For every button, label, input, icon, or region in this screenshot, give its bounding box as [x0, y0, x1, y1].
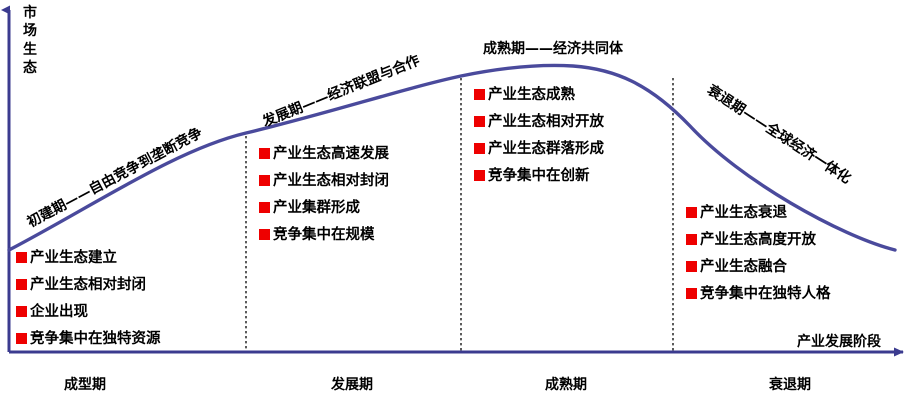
stage-caption-3: 成熟期——经济共同体 — [483, 41, 623, 57]
list-item-label: 竞争集中在创新 — [488, 167, 590, 184]
list-item: 产业生态群落形成 — [474, 136, 604, 160]
list-item-label: 产业生态衰退 — [700, 204, 787, 221]
square-bullet-icon — [16, 305, 27, 317]
square-bullet-icon — [16, 332, 27, 344]
square-bullet-icon — [259, 174, 270, 186]
list-item-label: 产业生态相对开放 — [488, 113, 604, 130]
list-item: 竞争集中在独特人格 — [686, 281, 831, 305]
list-item: 产业集群形成 — [259, 195, 389, 219]
list-item-label: 产业集群形成 — [273, 199, 360, 216]
list-item: 产业生态相对开放 — [474, 109, 604, 133]
list-item-label: 竞争集中在独特人格 — [700, 285, 831, 302]
stage-3-bullet-list: 产业生态成熟 产业生态相对开放 产业生态群落形成 竞争集中在创新 — [474, 82, 604, 190]
square-bullet-icon — [686, 206, 697, 218]
lifecycle-curve — [7, 63, 897, 252]
list-item: 产业生态融合 — [686, 254, 831, 278]
list-item: 产业生态建立 — [16, 245, 161, 269]
stage-axis-label-4: 衰退期 — [769, 377, 811, 393]
list-item: 产业生态相对封闭 — [16, 272, 161, 296]
list-item: 产业生态成熟 — [474, 82, 604, 106]
y-axis-title: 市场生态 — [23, 5, 37, 77]
square-bullet-icon — [474, 115, 485, 127]
list-item-label: 竞争集中在规模 — [273, 226, 375, 243]
list-item: 竞争集中在规模 — [259, 222, 389, 246]
list-item: 产业生态相对封闭 — [259, 168, 389, 192]
list-item-label: 产业生态高速发展 — [273, 145, 389, 162]
list-item-label: 产业生态高度开放 — [700, 231, 816, 248]
list-item: 产业生态高度开放 — [686, 227, 831, 251]
stage-1-bullet-list: 产业生态建立 产业生态相对封闭 企业出现 竞争集中在独特资源 — [16, 245, 161, 353]
list-item-label: 竞争集中在独特资源 — [30, 330, 161, 347]
square-bullet-icon — [474, 88, 485, 100]
square-bullet-icon — [686, 287, 697, 299]
list-item: 企业出现 — [16, 299, 161, 323]
list-item-label: 企业出现 — [30, 303, 88, 320]
square-bullet-icon — [259, 201, 270, 213]
square-bullet-icon — [686, 260, 697, 272]
square-bullet-icon — [474, 142, 485, 154]
square-bullet-icon — [259, 147, 270, 159]
x-axis-title: 产业发展阶段 — [797, 334, 881, 350]
list-item-label: 产业生态相对封闭 — [273, 172, 389, 189]
list-item-label: 产业生态融合 — [700, 258, 787, 275]
square-bullet-icon — [16, 251, 27, 263]
list-item: 产业生态衰退 — [686, 200, 831, 224]
list-item-label: 产业生态群落形成 — [488, 140, 604, 157]
stage-axis-label-3: 成熟期 — [545, 377, 587, 393]
square-bullet-icon — [474, 169, 485, 181]
stage-axis-label-2: 发展期 — [331, 377, 373, 393]
square-bullet-icon — [16, 278, 27, 290]
stage-4-bullet-list: 产业生态衰退 产业生态高度开放 产业生态融合 竞争集中在独特人格 — [686, 200, 831, 308]
list-item: 竞争集中在创新 — [474, 163, 604, 187]
list-item-label: 产业生态相对封闭 — [30, 276, 146, 293]
list-item: 产业生态高速发展 — [259, 141, 389, 165]
list-item-label: 产业生态建立 — [30, 249, 117, 266]
stage-axis-label-1: 成型期 — [64, 377, 106, 393]
square-bullet-icon — [259, 228, 270, 240]
list-item: 竞争集中在独特资源 — [16, 326, 161, 350]
list-item-label: 产业生态成熟 — [488, 86, 575, 103]
stage-2-bullet-list: 产业生态高速发展 产业生态相对封闭 产业集群形成 竞争集中在规模 — [259, 141, 389, 249]
square-bullet-icon — [686, 233, 697, 245]
